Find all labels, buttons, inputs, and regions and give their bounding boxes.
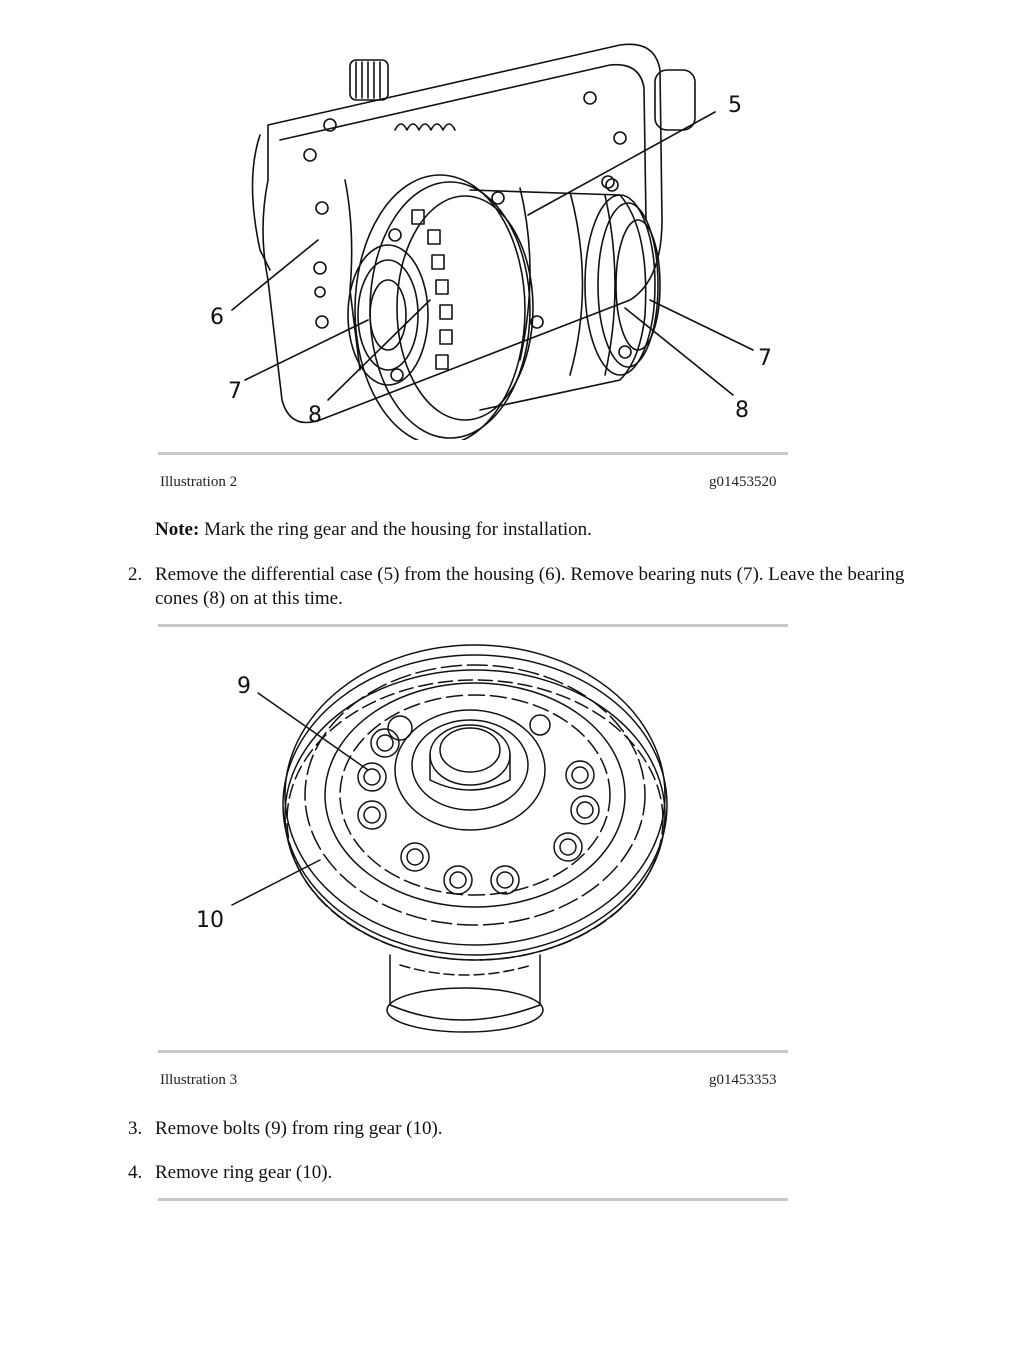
step-4-text: Remove ring gear (10). xyxy=(155,1162,333,1183)
step-3-text: Remove bolts (9) from ring gear (10). xyxy=(155,1118,443,1139)
figure-rule-top xyxy=(158,452,788,455)
illustration-3-drawing: 9 10 xyxy=(196,635,700,1040)
illustration-2-drawing: 5 6 7 8 7 8 xyxy=(210,30,772,440)
step-4-number: 4. xyxy=(128,1162,143,1183)
step-3-number: 3. xyxy=(128,1118,143,1139)
callout-6: 6 xyxy=(210,305,224,330)
callout-9: 9 xyxy=(237,674,251,699)
illustration-3-caption: Illustration 3 xyxy=(160,1072,238,1088)
callout-8-left: 8 xyxy=(308,403,322,428)
note-label: Note: xyxy=(155,519,200,540)
illustration-2-caption: Illustration 2 xyxy=(160,474,238,490)
callout-7-right: 7 xyxy=(758,346,772,371)
figure-rule-bottom xyxy=(158,1198,788,1201)
note-text: Mark the ring gear and the housing for i… xyxy=(199,519,592,540)
step-2-text: Remove the differential case (5) from th… xyxy=(155,564,905,609)
callout-5: 5 xyxy=(728,93,742,118)
illustration-2-id: g01453520 xyxy=(709,474,777,490)
callout-10: 10 xyxy=(196,908,224,933)
figure-rule-mid-top xyxy=(158,624,788,627)
note-paragraph: Note: Mark the ring gear and the housing… xyxy=(155,518,915,542)
callout-7-left: 7 xyxy=(228,379,242,404)
figure-rule-mid-bottom xyxy=(158,1050,788,1053)
step-2-number: 2. xyxy=(128,564,143,585)
callout-8-right: 8 xyxy=(735,398,749,423)
illustration-3-id: g01453353 xyxy=(709,1072,777,1088)
